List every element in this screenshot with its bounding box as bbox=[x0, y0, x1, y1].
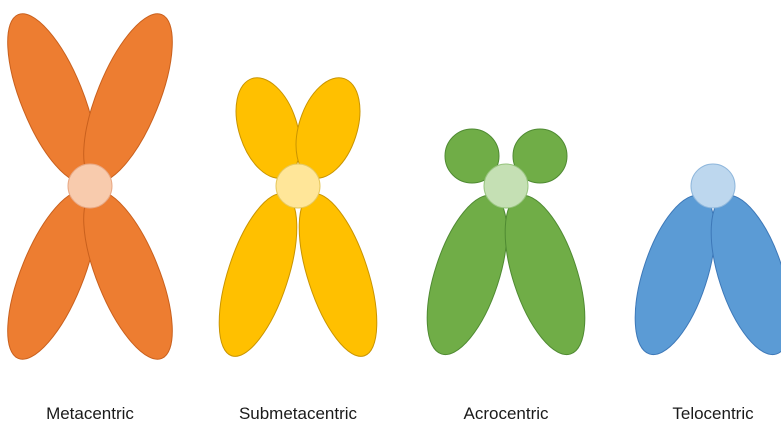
submetacentric-centromere bbox=[276, 164, 320, 208]
acrocentric-long-arm-right bbox=[489, 186, 601, 364]
metacentric-chromosome: Metacentric bbox=[0, 3, 190, 421]
submetacentric-chromosome: Submetacentric bbox=[203, 70, 393, 421]
acrocentric-centromere bbox=[484, 164, 528, 208]
telocentric-centromere bbox=[691, 164, 735, 208]
acrocentric-long-arm-left bbox=[411, 186, 523, 364]
submetacentric-lower-left-arm bbox=[203, 185, 313, 365]
telocentric-label: Telocentric bbox=[672, 404, 754, 421]
submetacentric-lower-right-arm bbox=[283, 185, 393, 365]
metacentric-label: Metacentric bbox=[46, 404, 134, 421]
telocentric-chromosome: Telocentric bbox=[619, 164, 781, 421]
metacentric-centromere bbox=[68, 164, 112, 208]
acrocentric-label: Acrocentric bbox=[463, 404, 549, 421]
submetacentric-label: Submetacentric bbox=[239, 404, 358, 421]
acrocentric-chromosome: Acrocentric bbox=[411, 129, 601, 421]
